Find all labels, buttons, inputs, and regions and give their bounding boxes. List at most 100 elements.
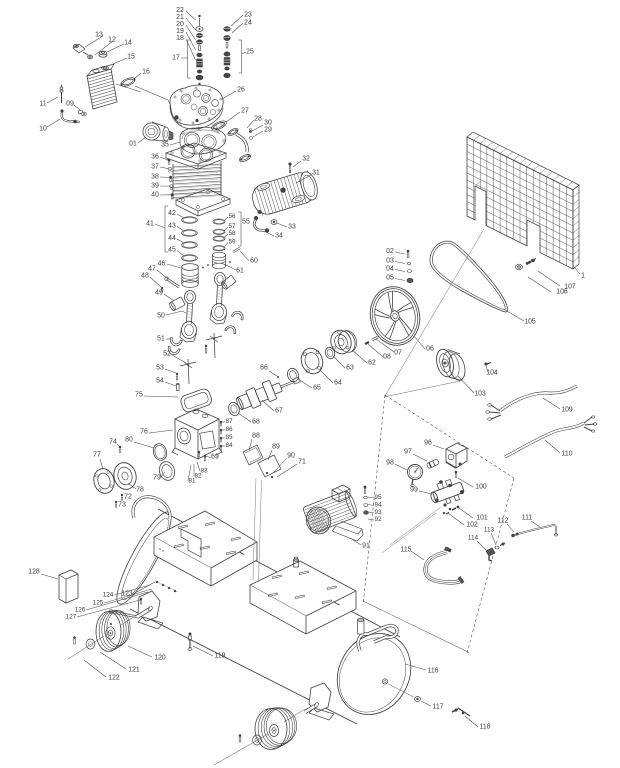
svg-text:13: 13 bbox=[95, 32, 103, 39]
svg-text:88: 88 bbox=[252, 433, 260, 440]
svg-text:19: 19 bbox=[176, 28, 184, 35]
svg-text:121: 121 bbox=[128, 667, 140, 674]
svg-text:51: 51 bbox=[157, 336, 165, 343]
svg-text:81: 81 bbox=[188, 478, 196, 485]
svg-text:99: 99 bbox=[410, 487, 418, 494]
svg-text:55: 55 bbox=[242, 219, 250, 226]
svg-text:73: 73 bbox=[118, 502, 126, 509]
svg-text:16: 16 bbox=[142, 69, 150, 76]
svg-text:57: 57 bbox=[228, 223, 236, 230]
svg-text:123: 123 bbox=[121, 591, 133, 598]
svg-text:95: 95 bbox=[374, 494, 382, 501]
svg-text:84: 84 bbox=[225, 442, 233, 449]
svg-text:45: 45 bbox=[168, 247, 176, 254]
svg-text:14: 14 bbox=[124, 40, 132, 47]
svg-text:124: 124 bbox=[103, 592, 114, 599]
svg-text:50: 50 bbox=[157, 313, 165, 320]
svg-text:33: 33 bbox=[288, 224, 296, 231]
svg-text:22: 22 bbox=[176, 7, 184, 14]
svg-text:92: 92 bbox=[374, 516, 382, 523]
svg-text:77: 77 bbox=[93, 452, 101, 459]
svg-text:101: 101 bbox=[476, 515, 488, 522]
svg-text:112: 112 bbox=[498, 518, 509, 525]
svg-text:32: 32 bbox=[302, 156, 310, 163]
svg-text:37: 37 bbox=[151, 164, 159, 171]
svg-text:106: 106 bbox=[556, 289, 568, 296]
svg-text:75: 75 bbox=[135, 392, 143, 399]
svg-text:128: 128 bbox=[28, 569, 40, 576]
svg-text:109: 109 bbox=[561, 407, 573, 414]
svg-text:117: 117 bbox=[433, 704, 444, 711]
svg-text:04: 04 bbox=[386, 266, 394, 273]
svg-text:105: 105 bbox=[524, 319, 536, 326]
svg-text:58: 58 bbox=[228, 230, 236, 237]
svg-text:48: 48 bbox=[141, 273, 149, 280]
svg-text:23: 23 bbox=[244, 12, 252, 19]
svg-text:20: 20 bbox=[176, 21, 184, 28]
svg-text:43: 43 bbox=[168, 223, 176, 230]
svg-text:113: 113 bbox=[484, 527, 495, 534]
svg-text:36: 36 bbox=[151, 154, 159, 161]
svg-text:83: 83 bbox=[200, 468, 208, 475]
svg-text:24: 24 bbox=[244, 20, 252, 27]
svg-text:30: 30 bbox=[264, 120, 272, 127]
svg-text:65: 65 bbox=[313, 385, 321, 392]
svg-text:125: 125 bbox=[93, 600, 104, 607]
svg-text:18: 18 bbox=[176, 35, 184, 42]
svg-text:44: 44 bbox=[168, 235, 176, 242]
svg-text:1: 1 bbox=[581, 273, 585, 280]
svg-text:49: 49 bbox=[155, 290, 163, 297]
svg-text:03: 03 bbox=[386, 258, 394, 265]
svg-text:47: 47 bbox=[148, 266, 156, 273]
svg-text:10: 10 bbox=[39, 126, 47, 133]
svg-text:42: 42 bbox=[168, 210, 176, 217]
svg-text:63: 63 bbox=[346, 365, 354, 372]
svg-text:97: 97 bbox=[404, 449, 412, 456]
svg-text:118: 118 bbox=[480, 724, 491, 731]
svg-text:111: 111 bbox=[522, 515, 533, 522]
svg-text:74: 74 bbox=[109, 439, 117, 446]
svg-text:127: 127 bbox=[66, 614, 77, 621]
svg-text:25: 25 bbox=[246, 49, 254, 56]
svg-text:59: 59 bbox=[228, 239, 236, 246]
svg-text:06: 06 bbox=[426, 346, 434, 353]
svg-text:29: 29 bbox=[264, 127, 272, 134]
svg-text:69: 69 bbox=[211, 454, 219, 461]
svg-text:07: 07 bbox=[394, 350, 402, 357]
svg-text:90: 90 bbox=[287, 453, 295, 460]
svg-text:34: 34 bbox=[275, 233, 283, 240]
svg-text:91: 91 bbox=[362, 543, 370, 550]
svg-text:17: 17 bbox=[172, 55, 180, 62]
svg-text:56: 56 bbox=[228, 213, 236, 220]
svg-text:39: 39 bbox=[151, 183, 159, 190]
svg-text:01: 01 bbox=[129, 141, 137, 148]
svg-text:98: 98 bbox=[386, 460, 394, 467]
svg-text:12: 12 bbox=[108, 37, 116, 44]
svg-text:72: 72 bbox=[124, 494, 132, 501]
svg-text:46: 46 bbox=[158, 261, 166, 268]
svg-text:79: 79 bbox=[153, 475, 161, 482]
svg-text:89: 89 bbox=[272, 444, 280, 451]
svg-text:62: 62 bbox=[368, 360, 376, 367]
svg-text:102: 102 bbox=[466, 522, 478, 529]
svg-text:107: 107 bbox=[564, 284, 576, 291]
svg-text:82: 82 bbox=[194, 473, 202, 480]
svg-text:02: 02 bbox=[386, 248, 394, 255]
svg-text:86: 86 bbox=[225, 426, 233, 433]
svg-text:104: 104 bbox=[486, 370, 498, 377]
svg-text:68: 68 bbox=[252, 419, 260, 426]
svg-text:40: 40 bbox=[151, 192, 159, 199]
svg-text:28: 28 bbox=[254, 116, 262, 123]
svg-text:100: 100 bbox=[475, 484, 487, 491]
svg-text:21: 21 bbox=[176, 14, 184, 21]
svg-text:80: 80 bbox=[125, 437, 133, 444]
svg-text:78: 78 bbox=[136, 487, 144, 494]
svg-text:67: 67 bbox=[275, 408, 283, 415]
svg-text:35: 35 bbox=[161, 142, 169, 149]
svg-text:15: 15 bbox=[127, 54, 135, 61]
svg-text:114: 114 bbox=[468, 535, 479, 542]
svg-text:110: 110 bbox=[562, 451, 573, 458]
svg-text:94: 94 bbox=[374, 502, 382, 509]
svg-text:31: 31 bbox=[312, 170, 320, 177]
svg-text:38: 38 bbox=[151, 174, 159, 181]
